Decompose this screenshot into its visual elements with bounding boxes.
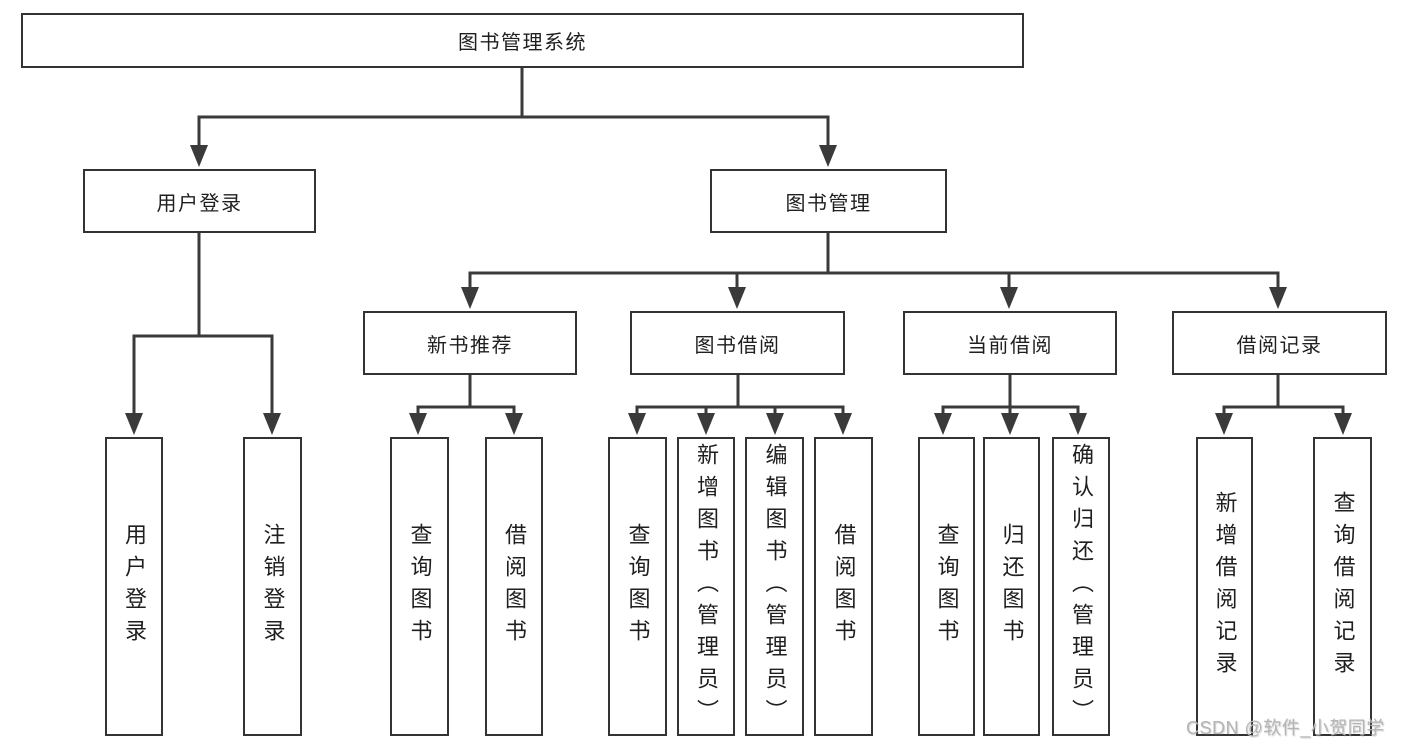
node-label: 借阅记录 — [1236, 334, 1323, 357]
arrowhead-icon — [1000, 287, 1018, 309]
arrowhead-icon — [190, 145, 208, 167]
arrowhead-icon — [1269, 287, 1287, 309]
arrowhead-icon — [834, 413, 852, 435]
node-label: 查询图书 — [407, 522, 433, 651]
arrowhead-icon — [766, 413, 784, 435]
arrowhead-icon — [1334, 413, 1352, 435]
node-label: 查询借阅记录 — [1330, 490, 1356, 683]
arrowhead-icon — [263, 413, 281, 435]
node-label: 编辑图书（管理员） — [762, 442, 788, 731]
arrowhead-icon — [728, 287, 746, 309]
node-book-management: 图书管理 — [710, 169, 947, 233]
arrowhead-icon — [934, 413, 952, 435]
node-return-books: 归还图书 — [983, 437, 1040, 736]
node-confirm-return-admin: 确认归还（管理员） — [1052, 437, 1110, 736]
node-borrow-records: 借阅记录 — [1172, 311, 1387, 375]
node-add-borrow-record: 新增借阅记录 — [1196, 437, 1253, 736]
node-query-books-current: 查询图书 — [918, 437, 975, 736]
node-label: 确认归还（管理员） — [1069, 442, 1094, 731]
node-user-login: 用户登录 — [105, 437, 163, 736]
node-query-books-borrow: 查询图书 — [608, 437, 667, 736]
node-label: 归还图书 — [999, 522, 1025, 651]
node-root: 图书管理系统 — [21, 13, 1024, 68]
arrowhead-icon — [461, 287, 479, 309]
arrowhead-icon — [697, 413, 715, 435]
node-label: 新增借阅记录 — [1212, 490, 1238, 683]
arrowhead-icon — [1215, 413, 1233, 435]
node-borrow-books: 借阅图书 — [814, 437, 873, 736]
node-label: 查询图书 — [625, 522, 651, 651]
node-label: 用户登录 — [156, 192, 243, 215]
node-label: 借阅图书 — [831, 522, 857, 651]
node-label: 图书管理系统 — [458, 32, 587, 54]
node-new-book-recommend: 新书推荐 — [363, 311, 577, 375]
node-label: 借阅图书 — [502, 522, 527, 651]
node-label: 图书借阅 — [694, 334, 781, 357]
node-query-borrow-record: 查询借阅记录 — [1313, 437, 1372, 736]
node-query-books-recommend: 查询图书 — [390, 437, 449, 736]
node-edit-books-admin: 编辑图书（管理员） — [745, 437, 804, 736]
arrowhead-icon — [1069, 413, 1087, 435]
node-label: 查询图书 — [934, 522, 960, 651]
node-label: 用户登录 — [122, 522, 147, 651]
node-label: 图书管理 — [785, 192, 872, 215]
arrowhead-icon — [125, 413, 143, 435]
node-user-login-menu: 用户登录 — [83, 169, 316, 233]
node-book-borrow: 图书借阅 — [630, 311, 845, 375]
node-label: 当前借阅 — [967, 334, 1053, 357]
node-borrow-books-recommend: 借阅图书 — [485, 437, 543, 736]
node-label: 新增图书（管理员） — [694, 442, 719, 731]
node-logout: 注销登录 — [243, 437, 302, 736]
arrowhead-icon — [409, 413, 427, 435]
node-current-borrow: 当前借阅 — [903, 311, 1117, 375]
node-label: 注销登录 — [260, 522, 286, 651]
node-add-books-admin: 新增图书（管理员） — [677, 437, 735, 736]
node-label: 新书推荐 — [427, 334, 513, 357]
arrowhead-icon — [819, 145, 837, 167]
arrowhead-icon — [1001, 413, 1019, 435]
arrowhead-icon — [505, 413, 523, 435]
arrowhead-icon — [628, 413, 646, 435]
watermark-text: CSDN @软件_小贺同学 — [1186, 718, 1385, 738]
